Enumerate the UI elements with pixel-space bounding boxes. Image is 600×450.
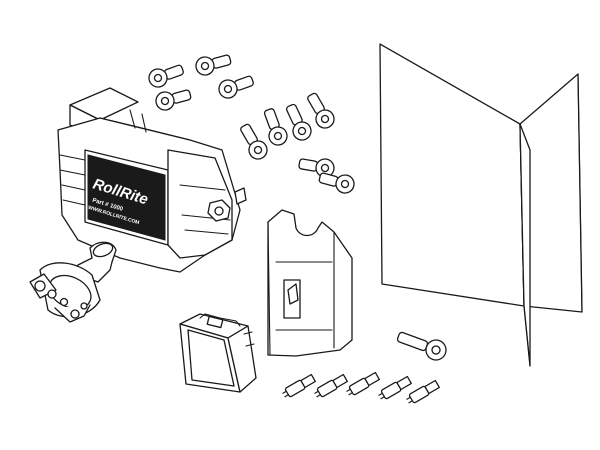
ring-terminal (155, 89, 192, 111)
instruction-booklet (379, 43, 583, 367)
ring-terminal (307, 92, 335, 129)
ring-terminal (318, 172, 355, 194)
rocker-switch (179, 313, 257, 393)
ring-terminal (298, 158, 335, 178)
solenoid-housing: RollRite Part # 1000 WWW.ROLLRITE.COM (57, 87, 247, 273)
mounting-bracket (267, 209, 353, 357)
spade-connector (314, 373, 348, 398)
spade-connectors-group (282, 371, 440, 404)
spade-connector (406, 379, 440, 404)
bolt-hex (207, 199, 231, 222)
ring-terminal (285, 103, 312, 141)
ring-terminal (218, 75, 254, 99)
spade-connector (346, 371, 380, 396)
spade-connector (282, 373, 316, 398)
ring-terminal (148, 64, 184, 88)
ring-terminal-single (396, 331, 447, 361)
ring-terminal (263, 108, 288, 146)
ring-terminal (240, 123, 268, 160)
brand-logo: RollRite Part # 1000 WWW.ROLLRITE.COM (87, 154, 166, 241)
ring-terminals-group (148, 54, 355, 194)
rotary-valve (29, 241, 117, 323)
ring-terminal (195, 54, 232, 76)
spade-connector (378, 375, 412, 400)
